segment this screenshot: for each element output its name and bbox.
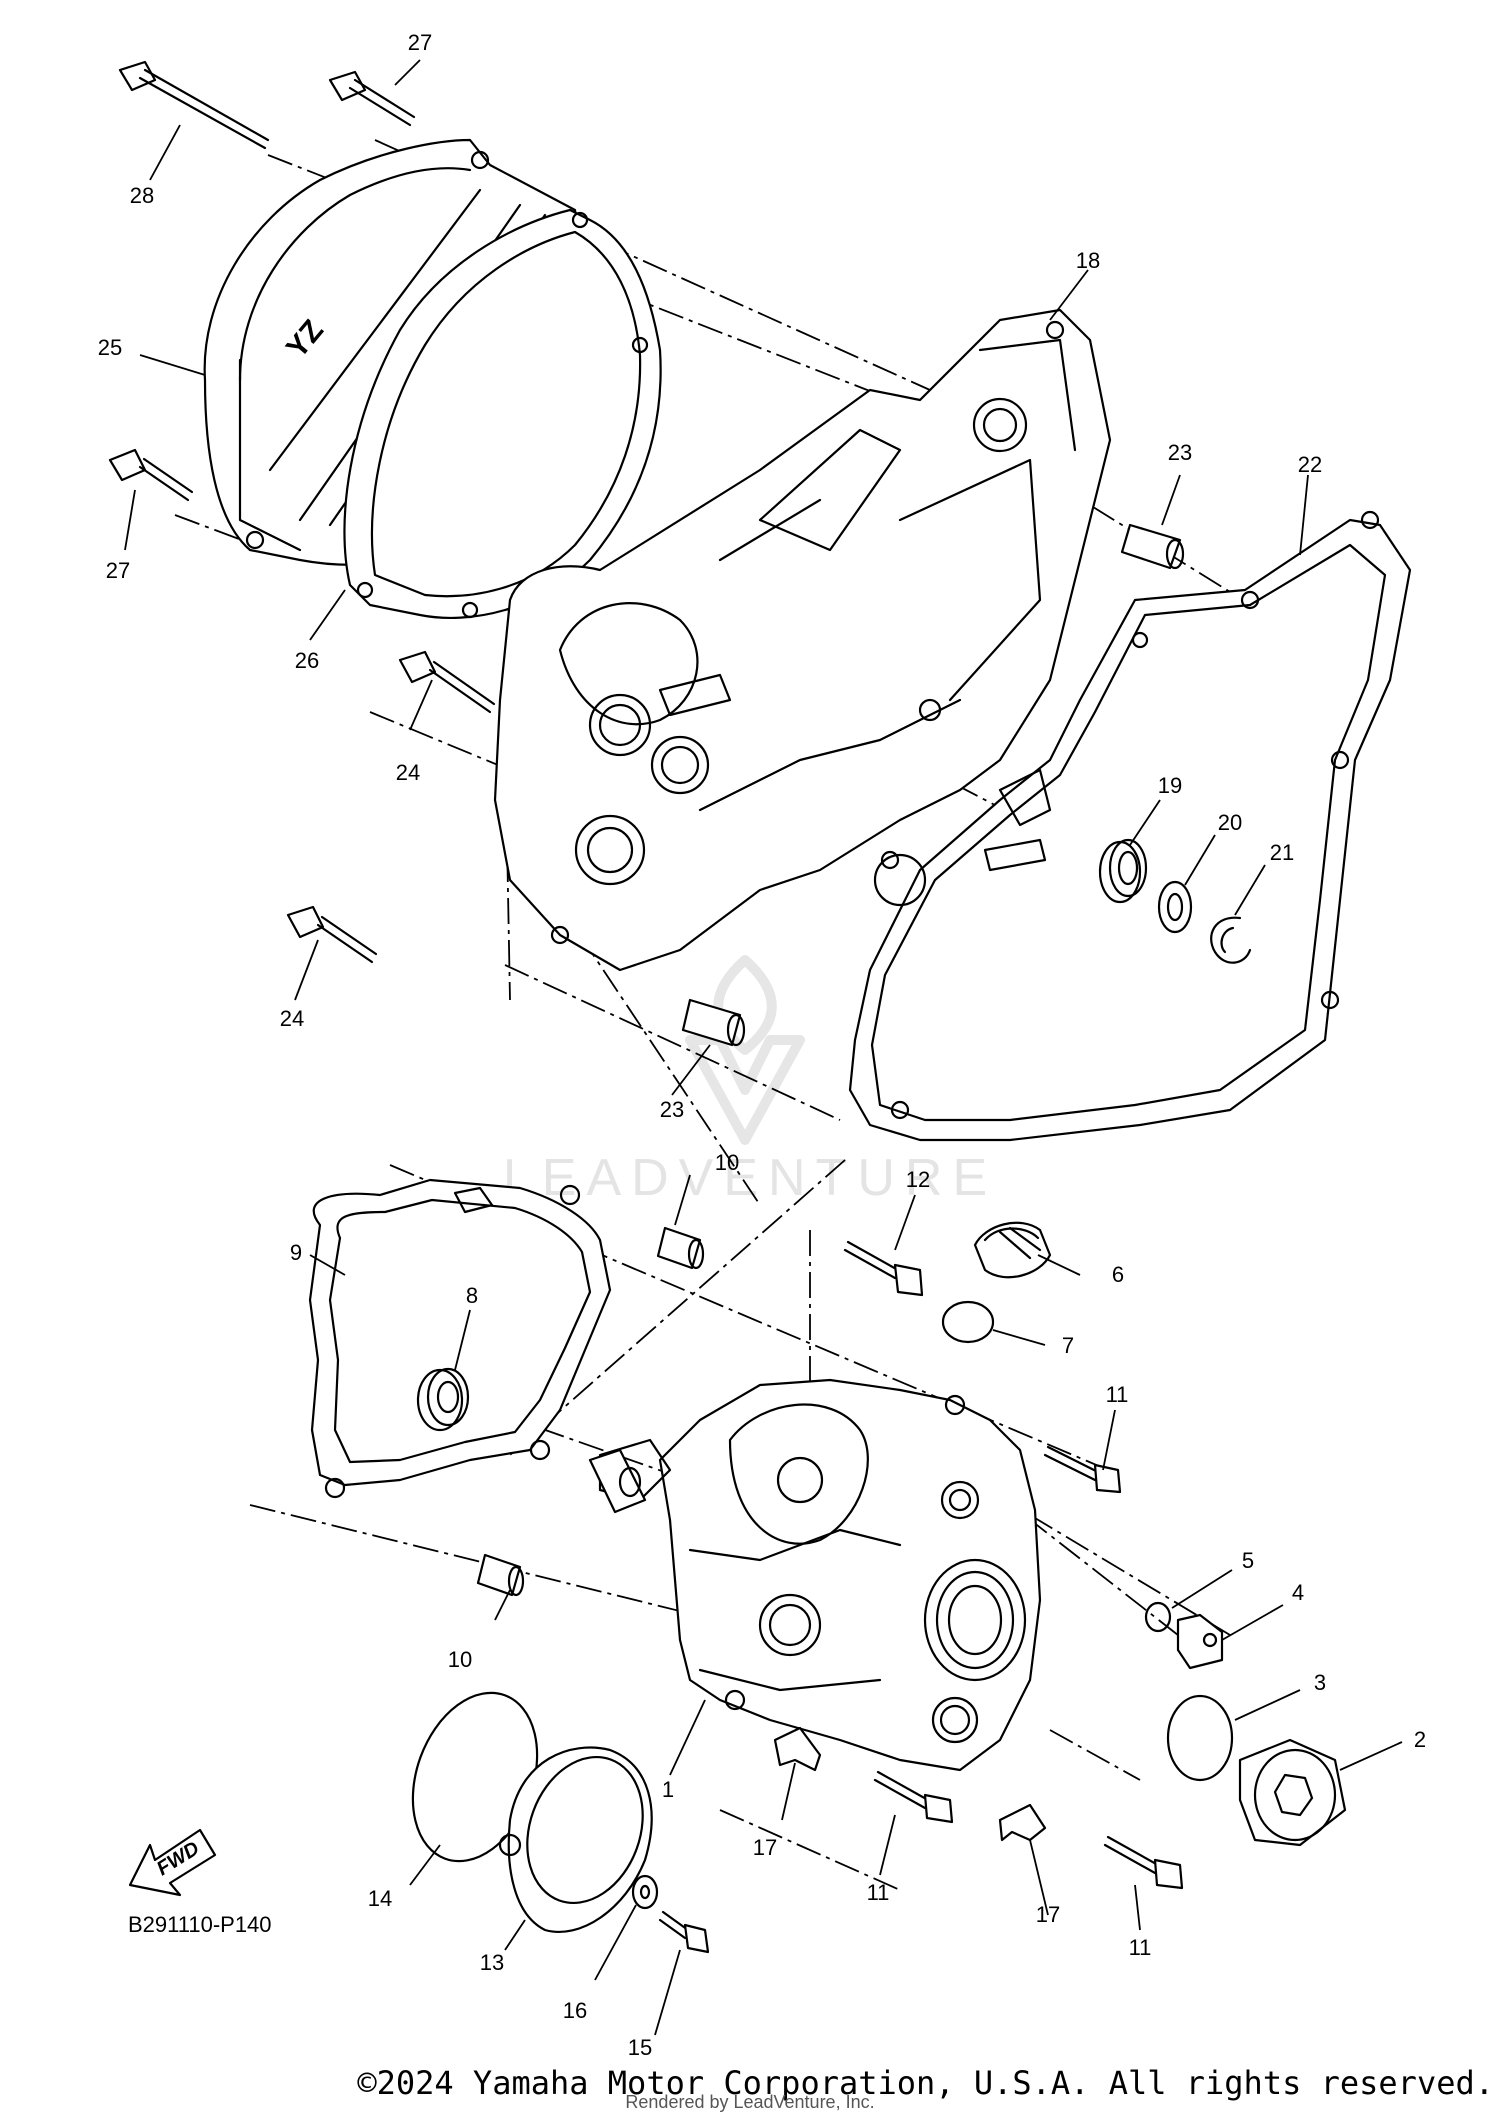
callout-24-upper: 24	[396, 760, 420, 785]
part-clamp-17-left	[773, 1726, 822, 1772]
part-cover-13	[498, 1746, 653, 1933]
diagram-code: B291110-P140	[128, 1912, 272, 1937]
callout-13: 13	[480, 1950, 504, 1975]
part-o-ring-7	[941, 1300, 995, 1344]
callout-22: 22	[1298, 452, 1322, 477]
callout-1: 1	[662, 1777, 674, 1802]
part-dowel-23-lower	[681, 998, 746, 1047]
callout-15: 15	[628, 2035, 652, 2060]
part-washer-16	[631, 1874, 659, 1910]
watermark-text: LEADVENTURE	[503, 1149, 997, 1207]
callout-25: 25	[98, 335, 122, 360]
callout-8: 8	[466, 1283, 478, 1308]
callout-16: 16	[563, 1998, 587, 2023]
part-bolt-24-lower	[286, 905, 378, 964]
copyright-notice: ©2024 Yamaha Motor Corporation, U.S.A. A…	[0, 2064, 1500, 2102]
part-clamp-17-right	[998, 1803, 1047, 1842]
part-bolt-11-upper	[1043, 1445, 1122, 1494]
callout-27-top: 27	[408, 30, 432, 55]
callout-10-upper: 10	[715, 1150, 739, 1175]
part-gasket-9	[308, 1178, 612, 1499]
callout-21: 21	[1270, 840, 1294, 865]
callout-12: 12	[906, 1167, 930, 1192]
part-crankcase-cover	[493, 308, 1112, 972]
callout-23-lower: 23	[660, 1097, 684, 1122]
leader-lines	[124, 59, 1403, 2036]
part-circlip-21	[1210, 916, 1252, 964]
callout-11-right: 11	[1129, 1935, 1152, 1960]
part-washer-20	[1157, 880, 1193, 934]
part-oil-cap-6	[973, 1221, 1052, 1279]
part-plug-4	[1176, 1613, 1224, 1670]
callout-11-upper: 11	[1106, 1382, 1129, 1407]
callout-24-lower: 24	[280, 1006, 304, 1031]
part-bolt-12	[843, 1240, 924, 1297]
callout-9: 9	[290, 1240, 302, 1265]
callout-28: 28	[130, 183, 154, 208]
part-oil-seal-8	[416, 1367, 470, 1432]
part-bolt-11-mid	[873, 1770, 954, 1824]
callout-4: 4	[1292, 1580, 1304, 1605]
rendered-by-text: Rendered by LeadVenture, Inc.	[625, 2092, 875, 2112]
part-plug-2	[1238, 1738, 1347, 1847]
callout-26: 26	[295, 648, 319, 673]
part-bolt-28	[118, 60, 270, 150]
callout-27-left: 27	[106, 558, 130, 583]
part-o-ring-5	[1144, 1601, 1172, 1633]
callout-3: 3	[1314, 1670, 1326, 1695]
callout-17-right: 17	[1036, 1902, 1060, 1927]
part-oil-seal-19	[1098, 838, 1148, 904]
part-cover-main	[588, 1378, 1042, 1772]
callout-23-upper: 23	[1168, 440, 1192, 465]
part-bolt-27-top	[328, 70, 416, 127]
callout-7: 7	[1062, 1333, 1074, 1358]
part-dowel-10-upper	[656, 1226, 705, 1270]
copyright-text: ©2024 Yamaha Motor Corporation, U.S.A. A…	[357, 2064, 1494, 2102]
part-bolt-11-right	[1103, 1835, 1184, 1890]
callout-17-left: 17	[753, 1835, 777, 1860]
part-bolt-27-left	[108, 448, 194, 502]
fwd-arrow-icon: FWD	[128, 1828, 217, 1897]
part-bolt-15	[658, 1910, 710, 1954]
part-o-ring-3	[1166, 1694, 1234, 1782]
callout-5: 5	[1242, 1548, 1254, 1573]
part-cover-gasket	[343, 208, 662, 619]
callout-10-lower: 10	[448, 1647, 472, 1672]
part-dowel-10-lower	[476, 1553, 525, 1597]
callout-labels: 27 28 25 27 26 18 23 22 19 20 21 24 24 2…	[98, 30, 1426, 2060]
callout-6: 6	[1112, 1262, 1124, 1287]
callout-11-mid: 11	[867, 1880, 890, 1905]
part-bolt-24-upper	[398, 650, 496, 714]
callout-14: 14	[368, 1886, 392, 1911]
callout-19: 19	[1158, 773, 1182, 798]
part-dowel-23-upper	[1120, 523, 1185, 570]
part-case-gasket	[848, 510, 1412, 1142]
callout-18: 18	[1076, 248, 1100, 273]
callout-20: 20	[1218, 810, 1242, 835]
callout-2: 2	[1414, 1727, 1426, 1752]
